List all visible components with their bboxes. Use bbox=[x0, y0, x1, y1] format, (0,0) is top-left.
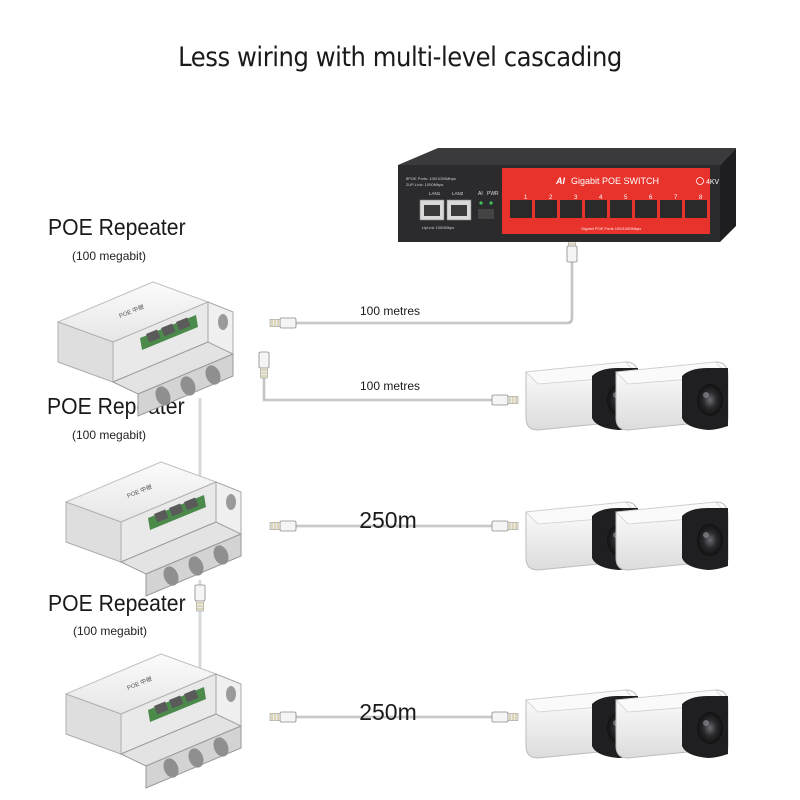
repeater-1-subtitle: (100 megabit) bbox=[72, 249, 147, 263]
port-number-8: 8 bbox=[699, 195, 703, 201]
switch-surge: 4KV bbox=[706, 179, 720, 186]
switch-name: Gigabit POE SWITCH bbox=[571, 176, 659, 186]
camera-pair-2 bbox=[525, 501, 729, 571]
switch-ai-label: AI bbox=[478, 191, 483, 197]
rj45-connector-repeater-3-out bbox=[269, 711, 297, 723]
port-number-1: 1 bbox=[524, 195, 528, 201]
repeater-3-subtitle: (100 megabit) bbox=[73, 624, 148, 638]
rj45-connector-repeater-1-in bbox=[269, 317, 297, 329]
port-number-4: 4 bbox=[599, 195, 603, 201]
diagram-title: Less wiring with multi-level cascading bbox=[178, 42, 622, 73]
switch-uplink-caption: UpLink 1000Mbps bbox=[422, 225, 454, 230]
lightning-icon bbox=[696, 177, 704, 185]
port-number-7: 7 bbox=[674, 195, 678, 201]
camera-pair-3 bbox=[525, 689, 729, 759]
repeater-3-device bbox=[65, 653, 242, 789]
port-numbers: 1 2 3 4 5 6 7 8 bbox=[524, 195, 703, 201]
switch-poe-caption: Gigabit POE Ports 100/1000Mbps bbox=[581, 226, 641, 231]
poe-switch: 8POE Ports: 100/1000Mbps 2UP-Link: 1000M… bbox=[398, 148, 736, 242]
cable-1-length: 100 metres bbox=[360, 304, 420, 318]
port-number-3: 3 bbox=[574, 195, 578, 201]
switch-brand: AI bbox=[555, 176, 565, 186]
switch-lan1-label: LAN1 bbox=[429, 191, 441, 196]
rj45-connector-camera-2 bbox=[491, 520, 519, 532]
switch-lan2-label: LAN2 bbox=[452, 191, 464, 196]
ai-led bbox=[479, 201, 483, 205]
switch-spec-1: 8POE Ports: 100/1000Mbps bbox=[406, 176, 456, 181]
poe-ports bbox=[510, 200, 707, 218]
cables bbox=[198, 262, 574, 719]
switch-spec-2: 2UP-Link: 1000Mbps bbox=[406, 182, 443, 187]
rj45-connector-camera-1 bbox=[491, 394, 519, 406]
repeater-1-label: POE Repeater bbox=[48, 214, 186, 240]
cable-4-length: 250m bbox=[359, 699, 417, 725]
repeater-3-label: POE Repeater bbox=[48, 590, 186, 616]
port-number-6: 6 bbox=[649, 195, 653, 201]
repeater-2-device bbox=[65, 461, 242, 597]
rj45-connector-repeater-2-out bbox=[269, 520, 297, 532]
switch-toggle bbox=[478, 209, 494, 219]
repeater-2-subtitle: (100 megabit) bbox=[72, 428, 147, 442]
repeater-1-device bbox=[57, 281, 234, 417]
cable-3-length: 250m bbox=[359, 507, 417, 533]
pwr-led bbox=[489, 201, 493, 205]
rj45-connector-repeater-1-out bbox=[258, 351, 270, 379]
rj45-connector-camera-3 bbox=[491, 711, 519, 723]
port-number-5: 5 bbox=[624, 195, 628, 201]
cable-2-length: 100 metres bbox=[360, 379, 420, 393]
camera-pair-1 bbox=[525, 361, 729, 431]
switch-pwr-label: PWR bbox=[487, 191, 499, 197]
port-number-2: 2 bbox=[549, 195, 553, 201]
rj45-connector-cascade-1 bbox=[194, 584, 206, 612]
